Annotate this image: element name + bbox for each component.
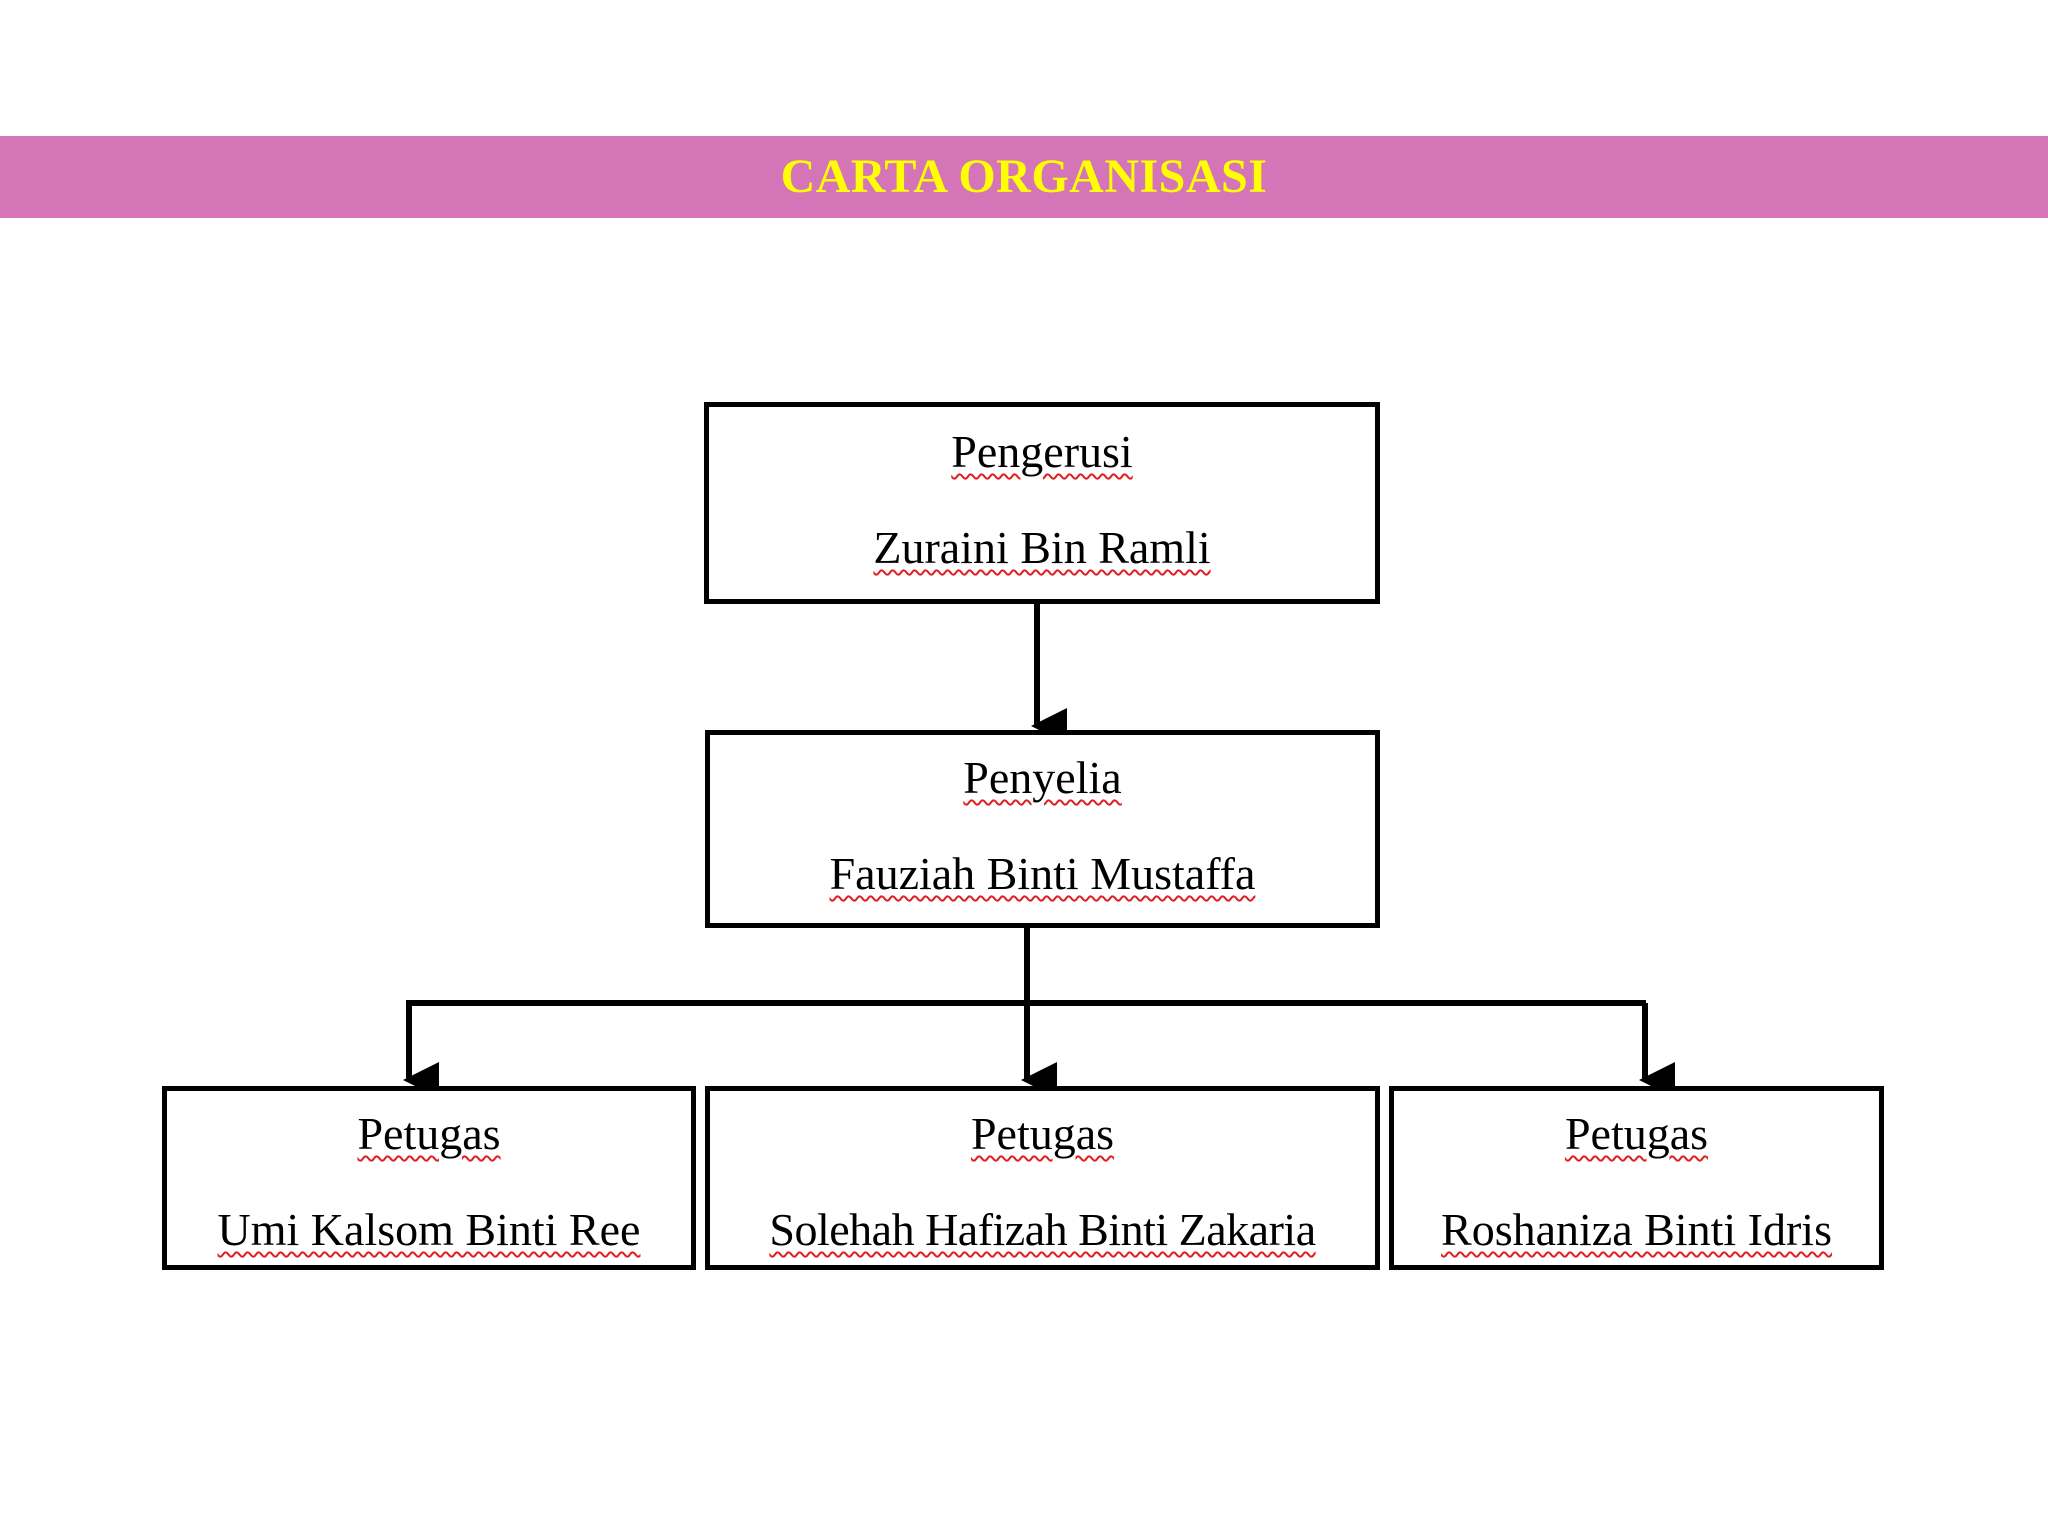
officer-2-role: Petugas [970, 1108, 1115, 1159]
supervisor-role: Penyelia [963, 752, 1122, 803]
officer-3-name: Roshaniza Binti Idris [1441, 1204, 1832, 1255]
officer-1-name: Umi Kalsom Binti Ree [217, 1204, 641, 1255]
chairman-role: Pengerusi [951, 426, 1133, 477]
officer-box-1: Petugas Umi Kalsom Binti Ree [162, 1086, 696, 1270]
officer-box-3: Petugas Roshaniza Binti Idris [1389, 1086, 1884, 1270]
page-title: CARTA ORGANISASI [780, 150, 1268, 203]
officer-2-name: Solehah Hafizah Binti Zakaria [769, 1204, 1316, 1255]
chairman-box: Pengerusi Zuraini Bin Ramli [704, 402, 1380, 604]
officer-3-role: Petugas [1564, 1108, 1709, 1159]
title-banner: CARTA ORGANISASI [0, 136, 2048, 218]
chairman-name: Zuraini Bin Ramli [873, 522, 1211, 573]
supervisor-name: Fauziah Binti Mustaffa [829, 848, 1256, 899]
officer-box-2: Petugas Solehah Hafizah Binti Zakaria [705, 1086, 1380, 1270]
supervisor-box: Penyelia Fauziah Binti Mustaffa [705, 730, 1380, 928]
officer-1-role: Petugas [357, 1108, 501, 1159]
